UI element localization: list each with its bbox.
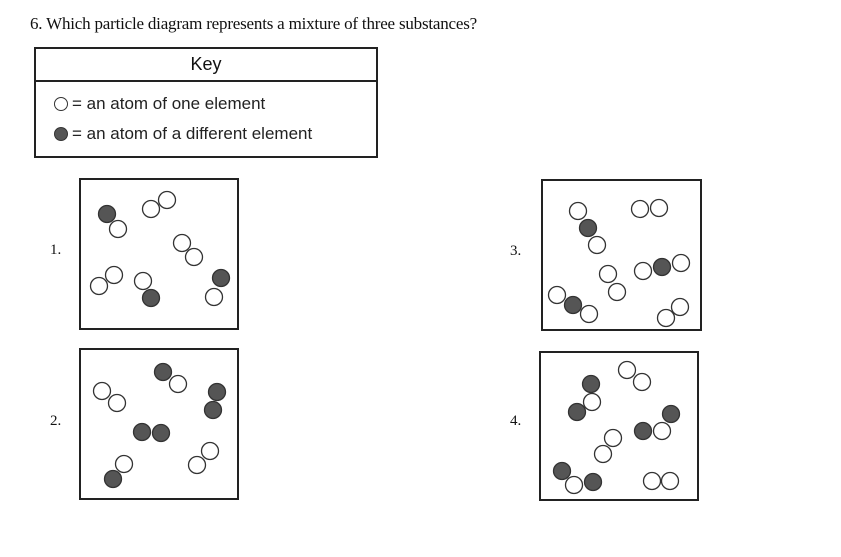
white-atom-diagram-2 <box>168 374 188 394</box>
white-atom-diagram-1 <box>89 276 109 296</box>
option-1-label: 1. <box>50 242 62 258</box>
white-atom-diagram-2 <box>114 454 134 474</box>
dark-atom-diagram-1 <box>141 288 161 308</box>
dark-atom-diagram-2 <box>207 382 227 402</box>
white-atom-diagram-4 <box>660 471 680 491</box>
white-atom-diagram-3 <box>670 297 690 317</box>
white-atom-diagram-2 <box>200 441 220 461</box>
white-atom-diagram-1 <box>157 190 177 210</box>
dark-atom-diagram-4 <box>633 421 653 441</box>
white-atom-diagram-4 <box>564 475 584 495</box>
option-2-label: 2. <box>50 413 62 429</box>
white-atom-diagram-1 <box>104 265 124 285</box>
white-atom-diagram-4 <box>582 392 602 412</box>
white-atom-diagram-3 <box>568 201 588 221</box>
white-atom-diagram-4 <box>632 372 652 392</box>
white-atom-diagram-3 <box>579 304 599 324</box>
dark-atom-diagram-4 <box>583 472 603 492</box>
option-4-label: 4. <box>510 413 522 429</box>
key-row-dark: = an atom of a different element <box>54 124 312 144</box>
white-atom-diagram-3 <box>587 235 607 255</box>
dark-atom-diagram-2 <box>103 469 123 489</box>
dark-atom-diagram-3 <box>563 295 583 315</box>
white-atom-diagram-1 <box>133 271 153 291</box>
dark-atom-diagram-4 <box>567 402 587 422</box>
dark-atom-diagram-2 <box>203 400 223 420</box>
white-atom-diagram-1 <box>108 219 128 239</box>
white-atom-diagram-2 <box>187 455 207 475</box>
diagram-3-box <box>541 179 702 331</box>
diagram-1-box <box>79 178 239 330</box>
white-atom-diagram-2 <box>107 393 127 413</box>
diagram-2-box <box>79 348 239 500</box>
white-atom-diagram-3 <box>633 261 653 281</box>
white-atom-diagram-1 <box>172 233 192 253</box>
white-atom-diagram-3 <box>649 198 669 218</box>
white-atom-diagram-3 <box>630 199 650 219</box>
dark-atom-diagram-3 <box>578 218 598 238</box>
white-atom-diagram-3 <box>656 308 676 328</box>
dark-atom-label: = an atom of a different element <box>72 124 313 143</box>
option-3-label: 3. <box>510 243 522 259</box>
dark-atom-diagram-3 <box>652 257 672 277</box>
dark-atom-diagram-4 <box>661 404 681 424</box>
white-atom-label: = an atom of one element <box>72 94 266 113</box>
white-atom-diagram-1 <box>204 287 224 307</box>
white-atom-diagram-1 <box>141 199 161 219</box>
white-atom-diagram-4 <box>652 421 672 441</box>
white-atom-diagram-3 <box>607 282 627 302</box>
white-atom-diagram-4 <box>617 360 637 380</box>
diagram-4-box <box>539 351 699 501</box>
white-atom-diagram-4 <box>593 444 613 464</box>
white-atom-diagram-4 <box>603 428 623 448</box>
dark-atom-diagram-2 <box>151 423 171 443</box>
white-atom-diagram-4 <box>642 471 662 491</box>
white-atom-diagram-2 <box>92 381 112 401</box>
white-atom-diagram-3 <box>598 264 618 284</box>
white-atom-diagram-1 <box>184 247 204 267</box>
white-atom-diagram-3 <box>547 285 567 305</box>
dark-atom-diagram-1 <box>211 268 231 288</box>
key-title: Key <box>36 49 376 82</box>
dark-atom-diagram-4 <box>581 374 601 394</box>
white-atom-icon <box>54 97 68 111</box>
key-row-white: = an atom of one element <box>54 94 265 114</box>
question-text: 6. Which particle diagram represents a m… <box>30 14 477 33</box>
dark-atom-icon <box>54 127 68 141</box>
dark-atom-diagram-4 <box>552 461 572 481</box>
white-atom-diagram-3 <box>671 253 691 273</box>
dark-atom-diagram-1 <box>97 204 117 224</box>
key-box: Key = an atom of one element = an atom o… <box>34 47 378 158</box>
dark-atom-diagram-2 <box>153 362 173 382</box>
dark-atom-diagram-2 <box>132 422 152 442</box>
